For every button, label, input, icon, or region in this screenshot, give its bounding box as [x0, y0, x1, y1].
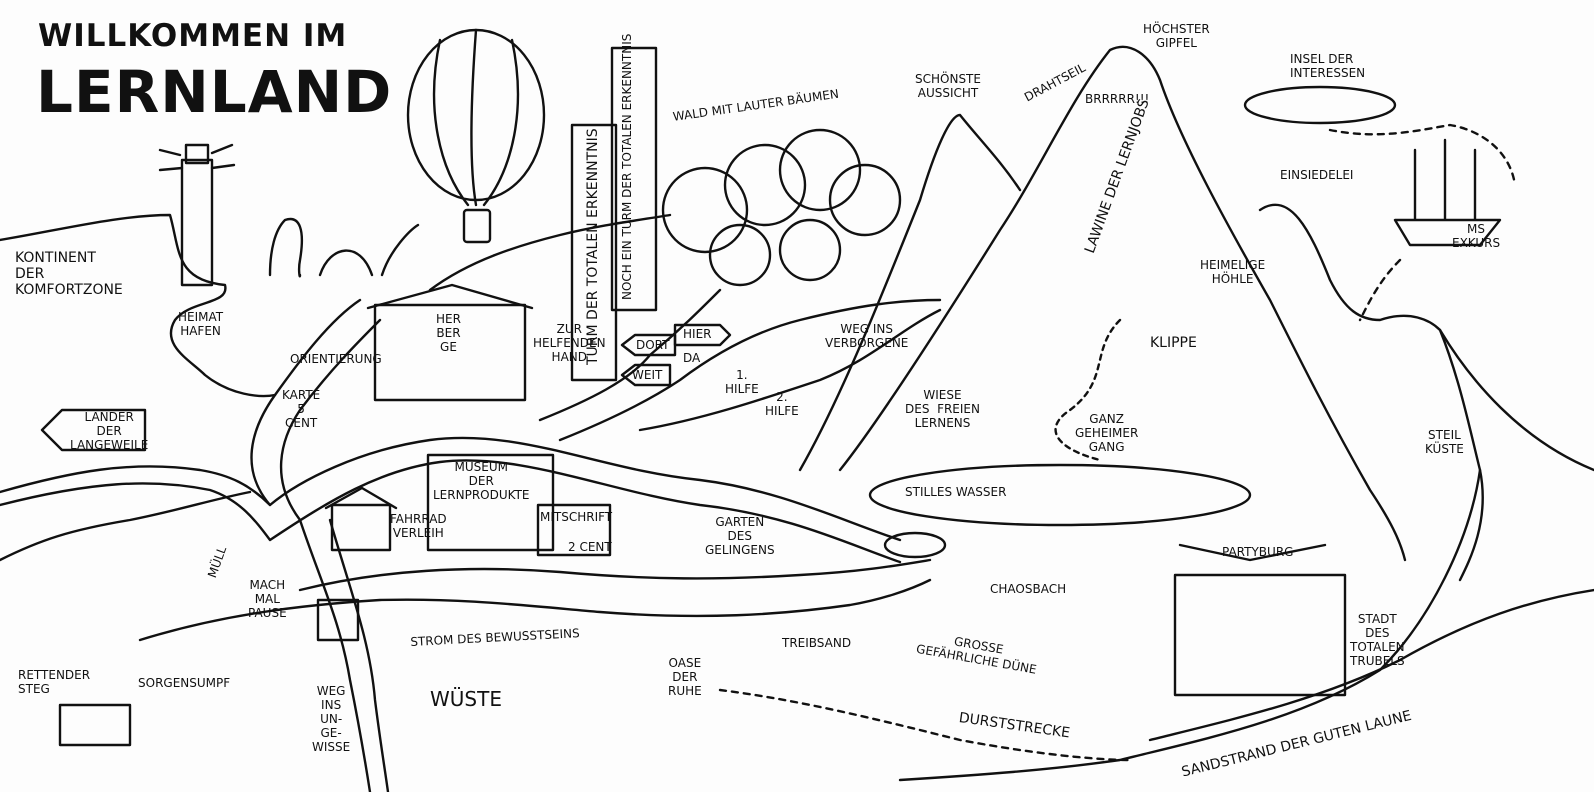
west-coastline	[0, 213, 277, 398]
label-heimelige-hoehle[interactable]: HEIMELIGE HÖHLE	[1200, 258, 1266, 286]
label-fahrradverleih[interactable]: FAHRRAD VERLEIH	[390, 512, 447, 540]
label-weg-ungewisse[interactable]: WEG INS UN- GE- WISSE	[312, 684, 351, 754]
sandstrand-line	[1148, 588, 1594, 742]
museum-building	[426, 453, 555, 552]
road-east	[638, 308, 942, 432]
insel-der-interessen	[1243, 85, 1397, 125]
label-dort[interactable]: DORT	[636, 338, 670, 352]
label-stadt[interactable]: STADT DES TOTALEN TRUBELS	[1350, 612, 1405, 668]
label-mitschrift-price: 2 CENT	[568, 540, 612, 554]
signpost-hier	[673, 323, 732, 347]
signpost-weit	[620, 363, 672, 387]
stilles-wasser-lake	[868, 463, 1252, 527]
tower-right	[610, 46, 658, 312]
label-hilfe1[interactable]: 1. HILFE	[725, 368, 759, 396]
label-einsiedelei[interactable]: EINSIEDELEI	[1280, 168, 1354, 182]
dashed-path-gang	[1054, 318, 1122, 462]
label-orientierung[interactable]: ORIENTIERUNG	[290, 352, 382, 366]
dashed-path-east	[1358, 258, 1402, 322]
label-laender[interactable]: LÄNDER DER LANGEWEILE	[70, 410, 149, 452]
dashed-path-durst	[718, 688, 1132, 762]
west-lower-coast	[0, 490, 252, 562]
label-oase[interactable]: OASE DER RUHE	[668, 656, 702, 698]
dashed-path-ship	[1328, 123, 1517, 187]
mountain-right	[1258, 203, 1484, 582]
label-weit[interactable]: WEIT	[632, 368, 663, 382]
label-mach-mal-pause[interactable]: MACH MAL PAUSE	[248, 578, 287, 620]
mountain-main	[838, 45, 1407, 562]
label-steilkueste[interactable]: STEIL KÜSTE	[1425, 428, 1464, 456]
road-to-north-b	[279, 318, 382, 522]
rettender-steg	[58, 703, 132, 747]
ship-ms-exkurs	[1393, 138, 1502, 247]
label-hilfe2[interactable]: 2. HILFE	[765, 390, 799, 418]
fahrradverleih-stand	[330, 503, 392, 552]
label-kontinent[interactable]: KONTINENT DER KOMFORTZONE	[15, 250, 123, 298]
label-schoenste-aussicht[interactable]: SCHÖNSTE AUSSICHT	[915, 72, 981, 100]
river-ungewisse-b	[328, 518, 390, 792]
label-geheimer-gang[interactable]: GANZ GEHEIMER GANG	[1075, 412, 1139, 454]
label-da[interactable]: DA	[683, 351, 701, 365]
label-museum[interactable]: MUSEUM DER LERNPRODUKTE	[433, 460, 530, 502]
label-ms-exkurs[interactable]: MS EXKURS	[1452, 222, 1501, 250]
strom-south	[138, 578, 932, 642]
river-south-bank	[0, 459, 902, 564]
label-rettender-steg[interactable]: RETTENDER STEG	[18, 668, 91, 696]
signpost-laender	[40, 408, 147, 452]
tower-left	[570, 123, 618, 382]
label-chaosbach[interactable]: CHAOSBACH	[990, 582, 1067, 596]
label-weg-verborgene[interactable]: WEG INS VERBORGENE	[825, 322, 909, 350]
label-brrr: BRRRRR!!!	[1085, 92, 1150, 106]
label-treibsand[interactable]: TREIBSAND	[782, 636, 852, 650]
sea-monster	[268, 217, 420, 278]
title-line1: WILLKOMMEN IM	[38, 18, 348, 54]
label-klippe[interactable]: KLIPPE	[1150, 335, 1197, 351]
forest	[661, 128, 902, 287]
label-herberge[interactable]: HER BER GE	[436, 312, 461, 354]
river-bridge	[316, 598, 360, 642]
label-partyburg[interactable]: PARTYBURG	[1222, 545, 1294, 559]
label-stilles-wasser[interactable]: STILLES WASSER	[905, 485, 1007, 499]
label-turm-totalen[interactable]: TURM DER TOTALEN ERKENNTNIS	[585, 128, 601, 365]
river-ungewisse-a	[298, 518, 372, 792]
label-wueste[interactable]: WÜSTE	[430, 687, 502, 711]
label-insel[interactable]: INSEL DER INTERESSEN	[1290, 52, 1366, 80]
strom-north	[298, 558, 932, 592]
title-line2: LERNLAND	[36, 58, 393, 126]
label-garten[interactable]: GARTEN DES GELINGENS	[705, 515, 775, 557]
label-hoechster-gipfel[interactable]: HÖCHSTER GIPFEL	[1143, 22, 1210, 50]
hills-left	[428, 213, 672, 292]
label-wiese[interactable]: WIESE DES FREIEN LERNENS	[905, 388, 980, 430]
label-karte: KARTE 5 CENT	[282, 388, 321, 430]
hot-air-balloon	[406, 28, 546, 202]
road-to-north	[250, 298, 362, 507]
lake-bridge	[883, 531, 947, 559]
party-castle	[1173, 573, 1347, 697]
river-north-bank	[0, 436, 902, 542]
east-coast-lower	[898, 468, 1482, 782]
label-helfende-hand[interactable]: ZUR HELFENDEN HAND	[533, 322, 606, 364]
east-coast	[1438, 328, 1594, 472]
mountain-left	[798, 113, 1022, 472]
label-noch-ein-turm[interactable]: NOCH EIN TURM DER TOTALEN ERKENNTNIS	[620, 33, 634, 300]
label-hier[interactable]: HIER	[683, 327, 712, 341]
label-heimathafen[interactable]: HEIMAT HAFEN	[178, 310, 224, 338]
lighthouse	[180, 158, 214, 287]
label-sorgensumpf[interactable]: SORGENSUMPF	[138, 676, 231, 690]
label-mitschrift: MITSCHRIFT	[540, 510, 613, 524]
herberge-building	[373, 303, 527, 402]
